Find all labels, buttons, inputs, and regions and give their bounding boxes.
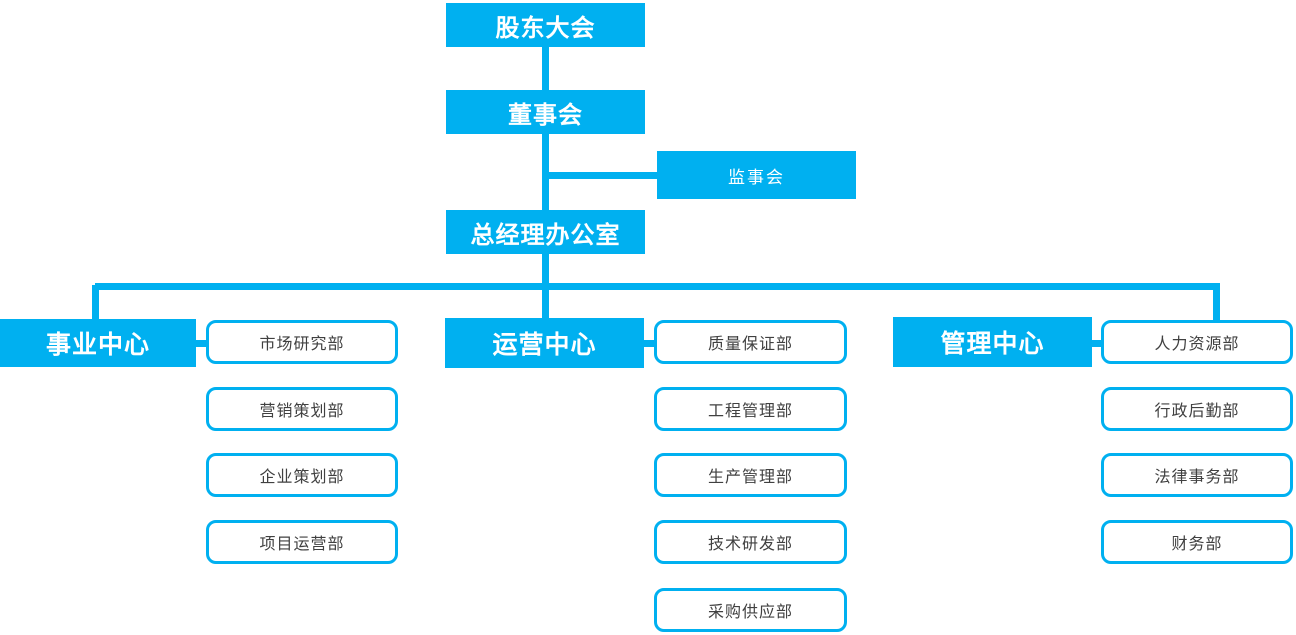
connector-left-drop — [92, 285, 99, 320]
node-operations-center: 运营中心 — [445, 318, 644, 368]
node-supervisory-board: 监事会 — [657, 151, 856, 199]
dept-marketing-planning: 营销策划部 — [206, 387, 398, 431]
connector-supervisory-branch — [545, 172, 658, 179]
dept-finance: 财务部 — [1101, 520, 1293, 564]
dept-technology-rd: 技术研发部 — [654, 520, 847, 564]
connector-management-center-stub — [1088, 340, 1103, 347]
dept-admin-logistics: 行政后勤部 — [1101, 387, 1293, 431]
connector-right-drop — [1213, 285, 1220, 320]
connector-operations-center-stub — [640, 340, 656, 347]
connector-main-horizontal-bar — [95, 283, 1220, 290]
connector-business-center-stub — [192, 340, 208, 347]
dept-production-management: 生产管理部 — [654, 453, 847, 497]
dept-legal-affairs: 法律事务部 — [1101, 453, 1293, 497]
dept-procurement-supply: 采购供应部 — [654, 588, 847, 632]
node-business-center: 事业中心 — [0, 319, 196, 367]
dept-corporate-planning: 企业策划部 — [206, 453, 398, 497]
dept-quality-assurance: 质量保证部 — [654, 320, 847, 364]
dept-engineering-management: 工程管理部 — [654, 387, 847, 431]
node-shareholders-meeting: 股东大会 — [446, 3, 645, 47]
node-management-center: 管理中心 — [893, 317, 1092, 367]
dept-human-resources: 人力资源部 — [1101, 320, 1293, 364]
connector-shareholders-board — [542, 46, 549, 91]
node-gm-office: 总经理办公室 — [446, 210, 645, 254]
node-board-of-directors: 董事会 — [446, 90, 645, 134]
dept-project-operations: 项目运营部 — [206, 520, 398, 564]
dept-market-research: 市场研究部 — [206, 320, 398, 364]
